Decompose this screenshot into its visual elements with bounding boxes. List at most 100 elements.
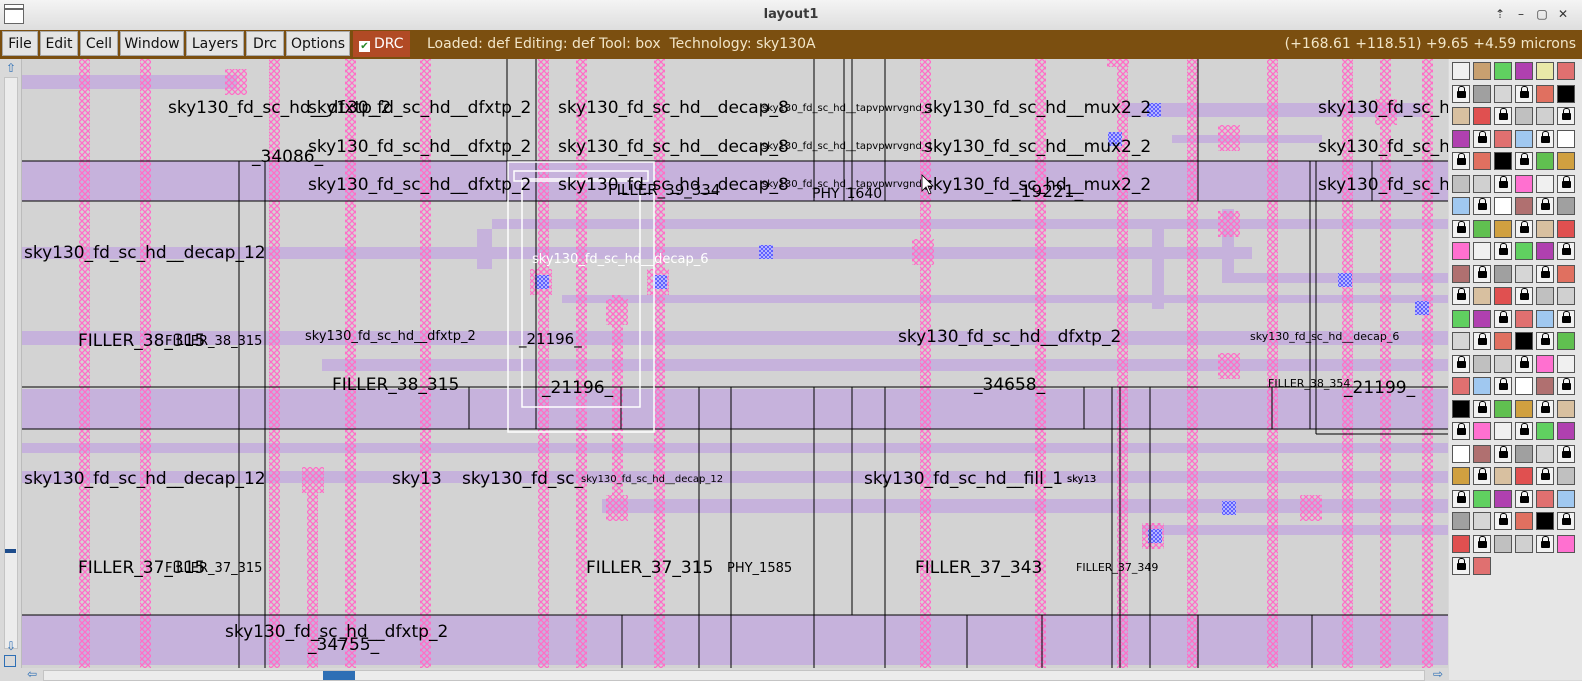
layer-swatch[interactable] — [1473, 197, 1491, 215]
layer-swatch[interactable] — [1536, 107, 1554, 125]
layer-swatch[interactable] — [1557, 399, 1575, 418]
layer-swatch[interactable] — [1515, 197, 1533, 215]
layer-swatch[interactable] — [1473, 242, 1491, 260]
layer-swatch[interactable] — [1452, 467, 1470, 485]
layer-swatch[interactable] — [1452, 399, 1470, 418]
layer-swatch[interactable] — [1557, 444, 1575, 463]
layer-swatch[interactable] — [1473, 287, 1491, 305]
layer-swatch[interactable] — [1494, 264, 1512, 283]
vertical-scroll-track[interactable] — [4, 77, 18, 649]
layer-swatch[interactable] — [1494, 399, 1512, 418]
layer-swatch[interactable] — [1536, 174, 1554, 193]
layer-swatch[interactable] — [1494, 242, 1512, 260]
layer-swatch[interactable] — [1557, 422, 1575, 440]
layer-swatch[interactable] — [1536, 399, 1554, 418]
up-icon[interactable]: ⇡ — [1494, 7, 1506, 21]
layer-swatch[interactable] — [1473, 309, 1491, 328]
menu-layers[interactable]: Layers — [186, 31, 244, 56]
layer-swatch[interactable] — [1515, 174, 1533, 193]
layer-swatch[interactable] — [1536, 219, 1554, 238]
layer-swatch[interactable] — [1473, 332, 1491, 350]
vertical-scrollbar[interactable]: ⇧ ⇩ — [0, 59, 22, 669]
layer-swatch[interactable] — [1515, 287, 1533, 305]
layer-swatch[interactable] — [1473, 399, 1491, 418]
layer-swatch[interactable] — [1536, 242, 1554, 260]
layer-swatch[interactable] — [1557, 264, 1575, 283]
layer-swatch[interactable] — [1536, 467, 1554, 485]
maximize-icon[interactable]: ▢ — [1536, 7, 1548, 21]
layer-swatch[interactable] — [1515, 152, 1533, 170]
layer-swatch[interactable] — [1473, 62, 1491, 80]
layer-swatch[interactable] — [1494, 534, 1512, 553]
layer-swatch[interactable] — [1452, 512, 1470, 530]
layer-swatch[interactable] — [1515, 129, 1533, 148]
layer-swatch[interactable] — [1473, 422, 1491, 440]
layer-swatch[interactable] — [1557, 309, 1575, 328]
layer-swatch[interactable] — [1557, 242, 1575, 260]
layer-swatch[interactable] — [1452, 197, 1470, 215]
layer-swatch[interactable] — [1494, 332, 1512, 350]
layer-swatch[interactable] — [1452, 219, 1470, 238]
layer-swatch[interactable] — [1494, 152, 1512, 170]
layer-swatch[interactable] — [1557, 354, 1575, 373]
layer-swatch[interactable] — [1494, 422, 1512, 440]
layer-swatch[interactable] — [1452, 174, 1470, 193]
layer-swatch[interactable] — [1515, 489, 1533, 508]
layer-swatch[interactable] — [1452, 242, 1470, 260]
layout-canvas[interactable]: sky130_fd_sc_hd__dfxtp_2 sky130_fd_sc_hd… — [22, 59, 1448, 668]
layer-swatch[interactable] — [1536, 489, 1554, 508]
layer-swatch[interactable] — [1473, 264, 1491, 283]
layer-swatch[interactable] — [1452, 444, 1470, 463]
menu-file[interactable]: File — [2, 31, 38, 56]
layer-swatch[interactable] — [1452, 129, 1470, 148]
layer-swatch[interactable] — [1494, 174, 1512, 193]
layer-swatch[interactable] — [1473, 219, 1491, 238]
layer-swatch[interactable] — [1557, 489, 1575, 508]
layer-swatch[interactable] — [1494, 84, 1512, 103]
layer-swatch[interactable] — [1536, 152, 1554, 170]
layer-swatch[interactable] — [1536, 354, 1554, 373]
layer-swatch[interactable] — [1452, 422, 1470, 440]
layer-swatch[interactable] — [1473, 557, 1491, 575]
layer-swatch[interactable] — [1515, 309, 1533, 328]
layer-swatch[interactable] — [1536, 84, 1554, 103]
layer-swatch[interactable] — [1557, 197, 1575, 215]
layer-swatch[interactable] — [1452, 62, 1470, 80]
layer-swatch[interactable] — [1557, 84, 1575, 103]
left-arrow-icon[interactable]: ⇦ — [26, 667, 38, 681]
layer-swatch[interactable] — [1494, 309, 1512, 328]
layer-swatch[interactable] — [1536, 264, 1554, 283]
layer-swatch[interactable] — [1473, 174, 1491, 193]
layer-swatch[interactable] — [1473, 129, 1491, 148]
down-arrow-icon[interactable]: ⇩ — [5, 639, 17, 653]
layer-swatch[interactable] — [1494, 287, 1512, 305]
layer-swatch[interactable] — [1515, 399, 1533, 418]
layer-swatch[interactable] — [1494, 354, 1512, 373]
horizontal-scrollbar[interactable]: ⇦ ⇨ — [21, 667, 1449, 681]
layer-swatch[interactable] — [1452, 354, 1470, 373]
layer-swatch[interactable] — [1473, 377, 1491, 395]
layer-swatch[interactable] — [1536, 534, 1554, 553]
layer-swatch[interactable] — [1557, 332, 1575, 350]
layer-swatch[interactable] — [1515, 62, 1533, 80]
layer-swatch[interactable] — [1515, 534, 1533, 553]
layer-swatch[interactable] — [1473, 84, 1491, 103]
layer-swatch[interactable] — [1473, 512, 1491, 530]
layer-swatch[interactable] — [1494, 219, 1512, 238]
layer-swatch[interactable] — [1473, 354, 1491, 373]
horizontal-scroll-thumb[interactable] — [323, 671, 355, 680]
zoom-box-icon[interactable] — [4, 655, 16, 667]
layer-swatch[interactable] — [1515, 422, 1533, 440]
layer-swatch[interactable] — [1452, 557, 1470, 575]
layer-swatch[interactable] — [1515, 242, 1533, 260]
layer-swatch[interactable] — [1473, 107, 1491, 125]
layer-swatch[interactable] — [1557, 174, 1575, 193]
close-icon[interactable]: ✕ — [1557, 7, 1569, 21]
layer-swatch[interactable] — [1536, 422, 1554, 440]
layer-swatch[interactable] — [1515, 444, 1533, 463]
layer-swatch[interactable] — [1536, 197, 1554, 215]
layer-swatch[interactable] — [1536, 62, 1554, 80]
right-arrow-icon[interactable]: ⇨ — [1432, 667, 1444, 681]
layer-swatch[interactable] — [1452, 309, 1470, 328]
layer-swatch[interactable] — [1536, 332, 1554, 350]
